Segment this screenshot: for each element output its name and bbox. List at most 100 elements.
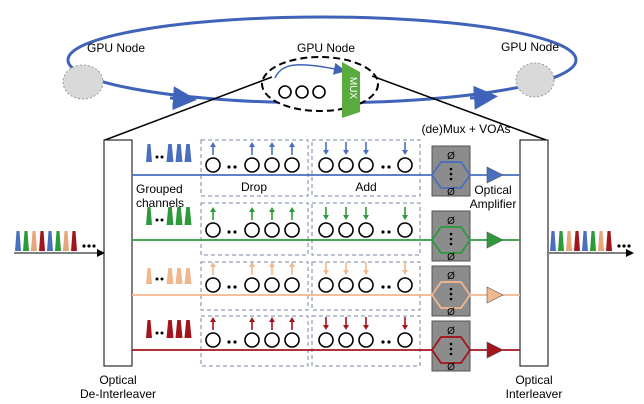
ring-direction-arrow-left	[169, 86, 197, 111]
group-peak	[184, 268, 192, 284]
deinterleaver-label-2: De-Interleaver	[80, 387, 156, 401]
input-peak	[31, 231, 37, 251]
input-dot	[87, 244, 91, 248]
add-arrowhead	[402, 215, 408, 220]
input-spectrum	[15, 231, 96, 251]
drop-arrowhead	[269, 207, 275, 212]
add-arrowhead	[323, 270, 329, 275]
group-peak	[146, 320, 152, 338]
drop-ring	[264, 277, 280, 293]
add-box-2	[311, 202, 421, 256]
drop-dot	[227, 340, 231, 344]
drop-ring	[205, 222, 221, 238]
add-arrowhead	[363, 325, 369, 330]
input-peak	[71, 231, 77, 251]
group-peak	[184, 144, 192, 162]
add-arrowhead	[402, 150, 408, 155]
drop-arrowhead	[269, 262, 275, 267]
add-ring	[318, 277, 334, 293]
interleaver-label-1: Optical	[515, 373, 552, 387]
drop-arrowhead	[249, 142, 255, 147]
group-peak	[146, 144, 152, 162]
group-dot	[155, 218, 159, 222]
voa-symbol: Ø	[447, 362, 455, 373]
add-dot	[387, 285, 391, 289]
group-dot	[155, 331, 159, 335]
drop-arrowhead	[210, 262, 216, 267]
add-ring	[338, 277, 354, 293]
group-peak	[146, 268, 152, 284]
input-dot	[82, 244, 86, 248]
add-arrowhead	[343, 325, 349, 330]
input-dot	[92, 244, 96, 248]
group-peak	[166, 320, 174, 338]
group-peak	[175, 320, 183, 338]
add-arrowhead	[363, 150, 369, 155]
drop-ring	[284, 222, 300, 238]
add-arrowhead	[323, 325, 329, 330]
ring-direction-arrow-right	[469, 85, 498, 110]
add-dot	[381, 165, 385, 169]
voa-dot	[449, 347, 453, 351]
voa-dot	[449, 342, 453, 346]
drop-dot	[233, 340, 237, 344]
voa-dot	[449, 232, 453, 236]
voa-dot	[449, 237, 453, 241]
drop-dot	[233, 230, 237, 234]
drop-arrowhead	[249, 262, 255, 267]
add-ring	[318, 332, 334, 348]
drop-ring	[264, 157, 280, 173]
add-arrowhead	[363, 215, 369, 220]
drop-arrowhead	[289, 317, 295, 322]
add-dot	[387, 230, 391, 234]
amplifier-label-1: Optical	[474, 183, 511, 197]
drop-arrowhead	[210, 317, 216, 322]
add-arrowhead	[363, 270, 369, 275]
add-ring	[338, 157, 354, 173]
mux-label: MUX	[347, 77, 358, 100]
input-peak	[23, 231, 29, 251]
gpu-node-right	[515, 62, 555, 98]
output-dot	[617, 244, 621, 248]
add-arrowhead	[343, 270, 349, 275]
add-ring	[358, 222, 374, 238]
group-peak	[166, 207, 174, 225]
voa-dot	[449, 242, 453, 246]
zoom-ellipse	[261, 56, 379, 112]
group-dot	[155, 155, 159, 159]
drop-dot	[233, 285, 237, 289]
input-peak	[15, 231, 21, 251]
amplifier-icon	[486, 231, 504, 249]
add-label: Add	[355, 180, 376, 194]
amplifier-icon	[486, 286, 504, 304]
zoom-line-left	[104, 76, 273, 141]
add-ring	[397, 332, 413, 348]
drop-arrowhead	[210, 142, 216, 147]
group-peak	[166, 268, 174, 284]
drop-arrowhead	[269, 142, 275, 147]
drop-ring	[205, 157, 221, 173]
add-dot	[381, 230, 385, 234]
voa-symbol: Ø	[447, 252, 455, 263]
drop-ring	[244, 222, 260, 238]
demux-voas-label: (de)Mux + VOAs	[421, 122, 510, 136]
interleaver-label-2: Interleaver	[506, 387, 563, 401]
drop-arrowhead	[289, 207, 295, 212]
drop-ring	[244, 157, 260, 173]
drop-dot	[233, 165, 237, 169]
drop-ring	[284, 277, 300, 293]
deinterleaver-box	[103, 139, 133, 367]
add-ring	[318, 222, 334, 238]
drop-arrowhead	[210, 207, 216, 212]
deinterleaver-label-1: Optical	[99, 373, 136, 387]
drop-arrowhead	[289, 262, 295, 267]
mux-block	[342, 62, 360, 118]
drop-dot	[227, 230, 231, 234]
amplifier-icon	[486, 166, 504, 184]
group-peak	[175, 268, 183, 284]
output-spectrum	[550, 231, 631, 251]
drop-ring	[244, 332, 260, 348]
voa-dot	[449, 297, 453, 301]
